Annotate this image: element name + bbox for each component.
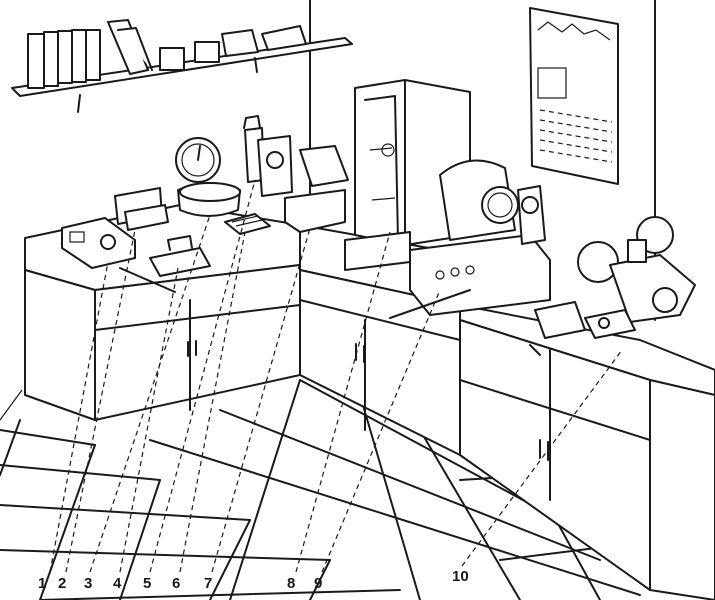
instrument-6-keypad [224, 213, 271, 235]
instrument-5-microscope [243, 115, 293, 197]
callout-9: 9 [314, 575, 322, 592]
shelf-box-large [221, 29, 259, 57]
bench-right [459, 304, 715, 600]
instrument-10-vise [529, 301, 636, 356]
leader-lines [49, 179, 623, 573]
callout-1: 1 [38, 575, 46, 592]
callout-8: 8 [287, 575, 295, 592]
instrument-4-vise [119, 235, 211, 293]
callout-5: 5 [143, 575, 151, 592]
instrument-2-box [114, 187, 169, 231]
leader-1 [49, 261, 109, 573]
callout-3: 3 [84, 575, 92, 592]
callout-10: 10 [452, 568, 469, 585]
leader-5 [149, 179, 256, 573]
callout-4: 4 [113, 575, 122, 592]
leader-8 [295, 231, 391, 573]
shelf-books [27, 19, 153, 89]
wall-shelf [11, 19, 353, 113]
leader-9 [321, 289, 441, 573]
leader-4 [119, 267, 179, 573]
callout-2: 2 [58, 575, 66, 592]
instrument-3-gauge [175, 137, 241, 217]
instrument-9-hardness [389, 159, 551, 319]
callout-6: 6 [172, 575, 180, 592]
leader-6 [179, 231, 246, 573]
instrument-7-balance [284, 145, 349, 233]
shelf-box-medium [194, 41, 220, 63]
bench-grinder [577, 216, 696, 323]
callout-labels: 1 2 3 4 5 6 7 8 9 10 [38, 568, 469, 592]
shelf-file-trays [261, 25, 307, 51]
leader-7 [211, 227, 311, 573]
floor-tiles [0, 379, 661, 600]
leader-2 [65, 229, 136, 573]
wall-chart [529, 7, 619, 185]
callout-7: 7 [204, 575, 212, 592]
instrument-1-controller [61, 217, 136, 269]
shelf-box-small [159, 47, 185, 71]
